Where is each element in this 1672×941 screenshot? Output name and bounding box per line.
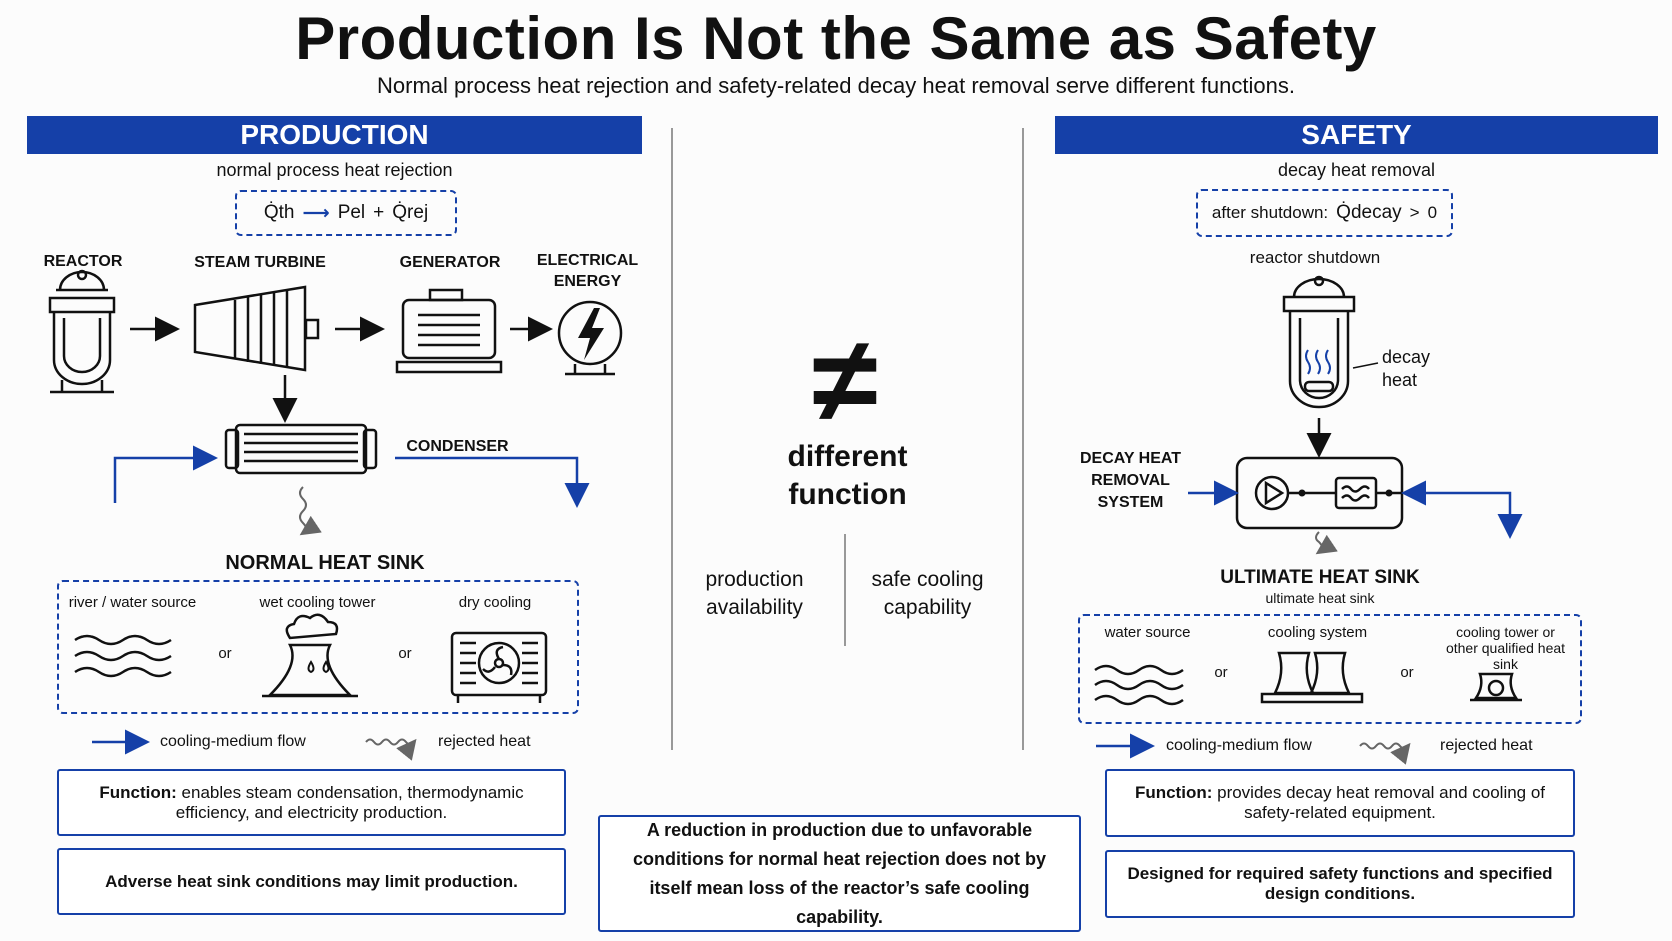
water-source-icon [1094, 664, 1184, 706]
production-formula: Q̇th ⟶ Pel + Q̇rej [235, 190, 457, 236]
center-small-divider [844, 534, 846, 646]
reactor-icon [48, 269, 116, 394]
safety-formula: after shutdown: Q̇decay > 0 [1196, 189, 1453, 237]
heat-wave-icon [1315, 531, 1338, 555]
left-divider [671, 128, 673, 750]
reactor-shutdown-label: reactor shutdown [1249, 248, 1381, 267]
legend-heat-label: rejected heat [1440, 737, 1533, 754]
safety-note-box: Designed for required safety functions a… [1105, 850, 1575, 918]
sink-river: river / water source [68, 594, 197, 611]
decay-heat-label: decay heat [1382, 347, 1431, 390]
safety-function-box: Function: provides decay heat removal an… [1105, 769, 1575, 837]
sink-cooling-system: cooling system [1267, 624, 1368, 641]
dhr-system-icon [1235, 456, 1404, 530]
legend-flow-label: cooling-medium flow [1166, 737, 1312, 754]
or-label: or [1214, 664, 1228, 681]
dhr-system-label: DECAY HEAT REMOVAL SYSTEM [1079, 450, 1182, 511]
formula-plus: + [373, 202, 385, 223]
function-label: Function: [1134, 783, 1213, 802]
formula-p-el: Pel [337, 202, 366, 223]
formula-gt: > [1409, 203, 1420, 222]
reactor-label: REACTOR [43, 253, 123, 270]
reactor-vessel-icon [1282, 275, 1356, 409]
energy-label: ELECTRICAL ENERGY [536, 252, 639, 290]
production-note-box: Adverse heat sink conditions may limit p… [57, 848, 566, 915]
production-function-box: Function: enables steam condensation, th… [57, 769, 566, 836]
wet-cooling-tower-icon [262, 613, 358, 698]
normal-heat-sink-box [57, 580, 579, 714]
function-label: Function: [99, 782, 177, 802]
function-label-center: function [788, 478, 907, 511]
center-conclusion-box: A reduction in production due to unfavor… [598, 815, 1081, 932]
page-subtitle: Normal process heat rejection and safety… [377, 73, 1295, 98]
generator-icon [395, 288, 503, 374]
or-label: or [398, 645, 412, 662]
dry-cooling-icon [450, 631, 548, 703]
turbine-icon [193, 285, 320, 372]
production-note: Adverse heat sink conditions may limit p… [105, 871, 518, 891]
not-equal-icon: ≠ [812, 313, 878, 447]
normal-heat-sink-title: NORMAL HEAT SINK [225, 552, 425, 574]
heat-wave-icon [299, 486, 322, 536]
turbine-label: STEAM TURBINE [194, 254, 326, 271]
formula-zero: 0 [1427, 203, 1438, 222]
condenser-icon [224, 423, 378, 475]
safety-note: Designed for required safety functions a… [1127, 864, 1553, 903]
legend-heat-label: rejected heat [438, 733, 531, 750]
formula-q-rej: Q̇rej [392, 202, 429, 223]
formula-arrow-icon: ⟶ [302, 202, 330, 224]
lightning-icon [557, 300, 623, 376]
different-label: different [787, 440, 908, 473]
generator-label: GENERATOR [399, 254, 501, 271]
safety-caption: decay heat removal [1277, 160, 1436, 180]
sink-dry-cooling: dry cooling [458, 594, 532, 611]
production-availability-1: production [705, 568, 804, 591]
river-icon [74, 634, 172, 678]
flow-line [1406, 491, 1512, 532]
production-banner: PRODUCTION [27, 116, 642, 154]
function-text: enables steam condensation, thermodynami… [175, 782, 524, 822]
ultimate-heat-sink-title: ULTIMATE HEAT SINK [1220, 567, 1420, 588]
right-divider [1022, 128, 1024, 750]
production-availability-2: availability [706, 596, 803, 619]
sink-wet-tower: wet cooling tower [259, 594, 376, 611]
production-caption: normal process heat rejection [216, 160, 453, 180]
legend-heat-wave-icon [1359, 742, 1411, 765]
safety-banner: SAFETY [1055, 116, 1658, 154]
legend-heat-wave-icon [365, 738, 417, 761]
flow-arrow-icon [113, 445, 218, 503]
legend-flow-label: cooling-medium flow [160, 733, 306, 750]
sink-water-source: water source [1104, 624, 1191, 641]
formula-q-decay: Q̇decay [1336, 202, 1402, 223]
safe-cooling-2: capability [883, 596, 972, 619]
function-text: provides decay heat removal and cooling … [1217, 783, 1546, 822]
ultimate-heat-sink-sub: ultimate heat sink [1265, 590, 1375, 606]
safe-cooling-1: safe cooling [871, 568, 984, 591]
or-label: or [218, 645, 232, 662]
condenser-label: CONDENSER [406, 438, 509, 455]
decay-heat-pointer [1352, 362, 1379, 369]
qualified-heat-sink-icon [1470, 672, 1522, 702]
cooling-system-icon [1260, 651, 1364, 704]
formula-q-th: Q̇th [263, 202, 295, 223]
page-title: Production Is Not the Same as Safety [295, 5, 1377, 72]
ultimate-heat-sink-box [1078, 614, 1582, 724]
sink-qualified: cooling tower or other qualified heat si… [1445, 624, 1566, 672]
or-label: or [1400, 664, 1414, 681]
flow-arrow-icon [395, 456, 590, 508]
center-conclusion: A reduction in production due to unfavor… [632, 819, 1047, 927]
formula-prefix: after shutdown: [1211, 203, 1329, 222]
